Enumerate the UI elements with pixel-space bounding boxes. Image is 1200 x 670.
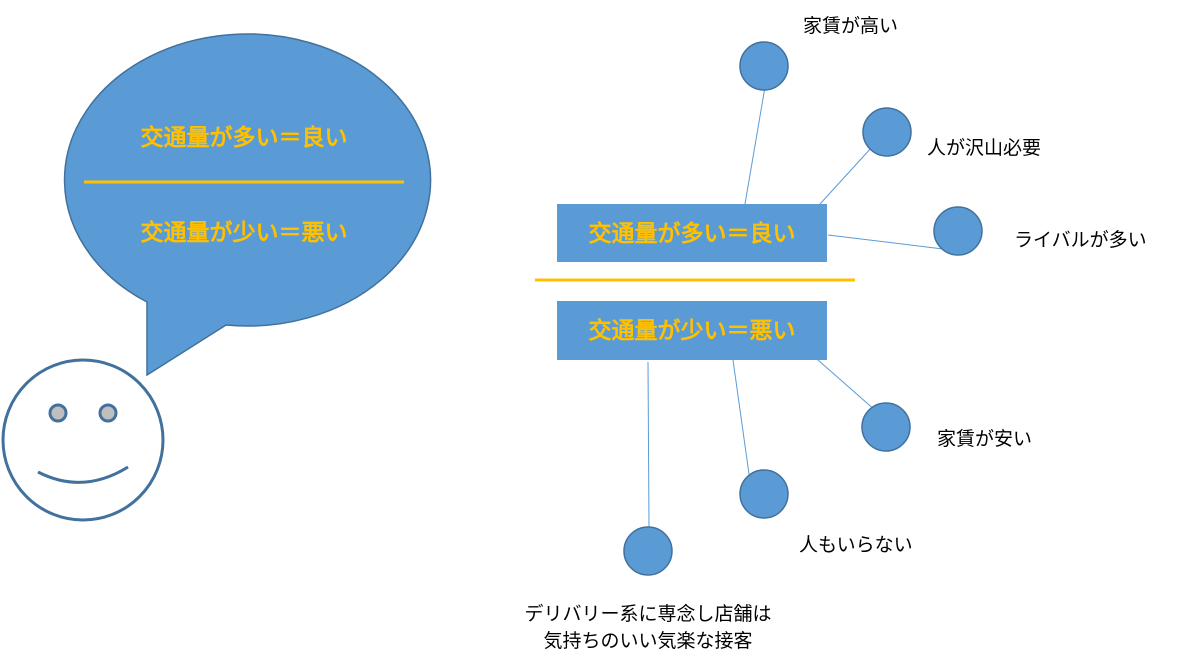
connector-line bbox=[744, 86, 766, 205]
speech-bubble: 交通量が多い＝良い 交通量が少い＝悪い bbox=[63, 33, 432, 377]
node-circle bbox=[623, 526, 673, 576]
connector-line bbox=[819, 146, 873, 205]
node-high-rent: 家賃が高い bbox=[739, 15, 898, 91]
connector-line bbox=[732, 359, 750, 475]
node-no-staff: 人もいらない bbox=[739, 469, 913, 556]
node-circle bbox=[739, 41, 789, 91]
node-many-rivals: ライバルが多い bbox=[933, 206, 1147, 256]
bad-box: 交通量が少い＝悪い bbox=[557, 301, 827, 360]
bad-box-rect bbox=[557, 301, 827, 360]
node-circle bbox=[862, 107, 912, 157]
node-circle bbox=[739, 469, 789, 519]
smiley-face-icon bbox=[1, 358, 165, 522]
node-label: 人もいらない bbox=[799, 534, 913, 556]
good-box: 交通量が多い＝良い bbox=[557, 204, 827, 262]
bad-box-label: 交通量が少い＝悪い bbox=[589, 317, 796, 344]
node-low-rent: 家賃が安い bbox=[861, 402, 1032, 452]
connector-lines bbox=[647, 86, 944, 529]
smile-mouth bbox=[37, 465, 129, 484]
good-box-rect bbox=[557, 204, 827, 262]
good-box-label: 交通量が多い＝良い bbox=[589, 220, 796, 247]
node-label-line1: デリバリー系に専念し店舗は bbox=[524, 602, 771, 625]
node-label-line2: 気持ちのいい気楽な接客 bbox=[543, 630, 752, 652]
right-eye bbox=[98, 403, 118, 423]
node-circle bbox=[861, 402, 911, 452]
connector-line bbox=[817, 359, 877, 412]
node-circle bbox=[933, 206, 983, 256]
bubble-text-bottom: 交通量が少い＝悪い bbox=[141, 219, 348, 246]
bubble-text-top: 交通量が多い＝良い bbox=[141, 124, 348, 151]
node-label: 人が沢山必要 bbox=[927, 137, 1041, 159]
left-eye bbox=[48, 403, 68, 423]
connector-line bbox=[647, 361, 650, 529]
connector-line bbox=[827, 234, 944, 250]
node-label: 家賃が高い bbox=[803, 15, 898, 37]
node-label: 家賃が安い bbox=[937, 428, 1032, 450]
face-outline bbox=[1, 358, 165, 522]
speech-bubble-shape bbox=[63, 33, 432, 377]
node-delivery: デリバリー系に専念し店舗は 気持ちのいい気楽な接客 bbox=[524, 526, 772, 652]
node-label: ライバルが多い bbox=[1014, 229, 1147, 251]
node-many-staff: 人が沢山必要 bbox=[862, 107, 1041, 159]
